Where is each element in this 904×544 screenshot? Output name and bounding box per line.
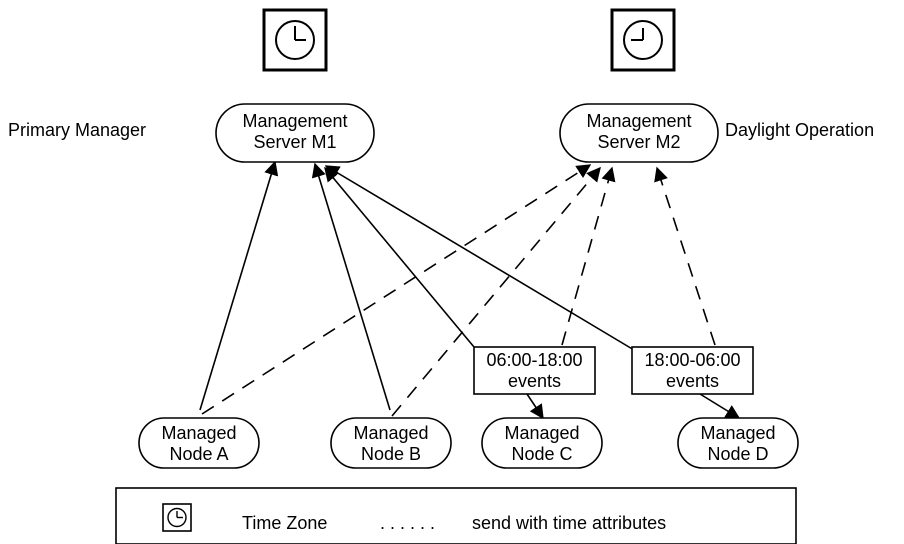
managed-node-a: Managed Node A <box>138 417 260 469</box>
node-b-line2: Node B <box>361 444 421 464</box>
managed-node-d: Managed Node D <box>677 417 799 469</box>
filter-d-line1: 18:00-06:00 <box>644 350 740 370</box>
edge-b-m1 <box>311 162 391 411</box>
server-m2: Management Server M2 <box>559 103 719 163</box>
legend-dashed-label: send with time attributes <box>472 513 666 533</box>
managed-node-b: Managed Node B <box>330 417 452 469</box>
edge-c-filter <box>526 393 544 420</box>
edge-c-m1 <box>324 166 475 348</box>
server-m1-line2: Server M1 <box>253 132 336 152</box>
edge-a-m1 <box>199 160 279 411</box>
edge-c-m2 <box>561 166 616 346</box>
edge-d-m1 <box>324 165 635 351</box>
clock-icon-m2 <box>610 8 676 72</box>
node-a-line2: Node A <box>169 444 228 464</box>
filter-d-line2: events <box>666 371 719 391</box>
node-d-line2: Node D <box>707 444 768 464</box>
dashed-connections <box>201 164 716 417</box>
node-b-line1: Managed <box>353 423 428 443</box>
filter-box-c: 06:00-18:00 events <box>473 346 596 395</box>
clock-icon <box>162 503 192 532</box>
server-m2-line2: Server M2 <box>597 132 680 152</box>
server-m1-line1: Management <box>242 111 347 131</box>
legend-time-zone-label: Time Zone <box>242 513 327 533</box>
edge-b-m2 <box>391 166 601 417</box>
solid-connections <box>199 160 741 420</box>
clock-icon-m1 <box>262 8 328 72</box>
edge-d-m2 <box>654 166 716 346</box>
edge-a-m2 <box>201 164 592 415</box>
node-c-line2: Node C <box>511 444 572 464</box>
node-a-line1: Managed <box>161 423 236 443</box>
filter-box-d: 18:00-06:00 events <box>631 346 754 395</box>
edge-d-filter <box>699 393 741 419</box>
daylight-operation-label: Daylight Operation <box>725 120 874 140</box>
legend-dashed-sample: . . . . . . <box>380 513 435 533</box>
primary-manager-label: Primary Manager <box>8 120 146 140</box>
legend: Time Zone . . . . . . send with time att… <box>115 487 797 544</box>
node-c-line1: Managed <box>504 423 579 443</box>
server-m1: Management Server M1 <box>215 103 375 163</box>
filter-c-line1: 06:00-18:00 <box>486 350 582 370</box>
node-d-line1: Managed <box>700 423 775 443</box>
managed-node-c: Managed Node C <box>481 417 603 469</box>
filter-c-line2: events <box>508 371 561 391</box>
server-m2-line1: Management <box>586 111 691 131</box>
